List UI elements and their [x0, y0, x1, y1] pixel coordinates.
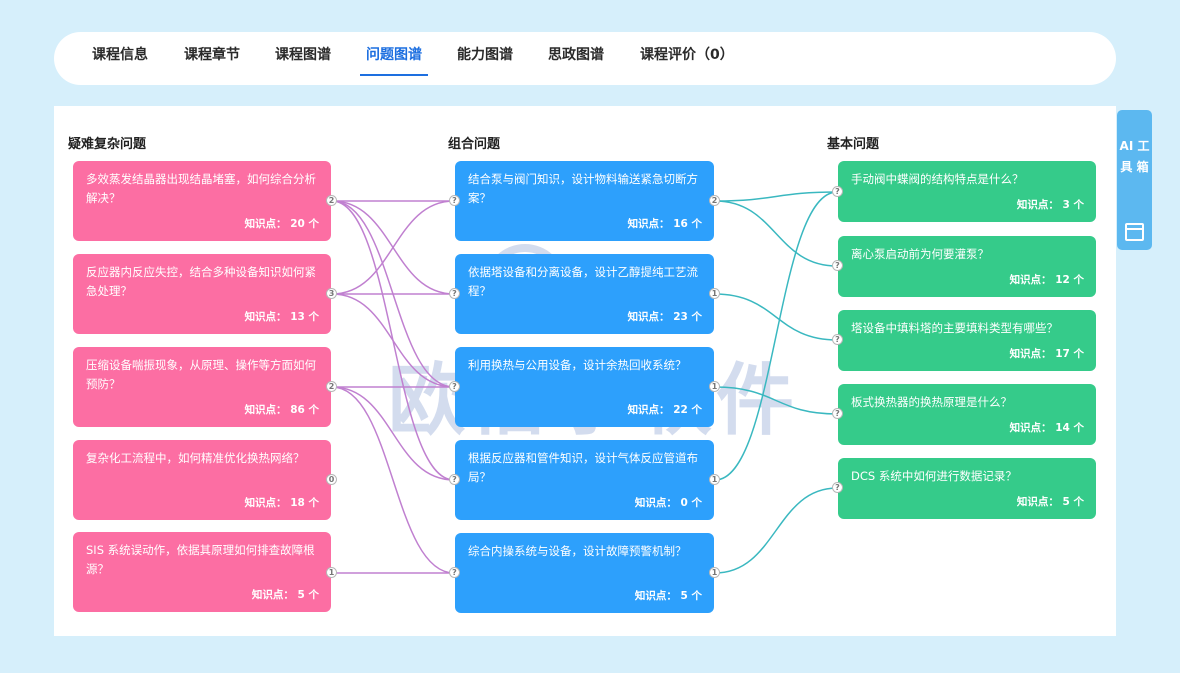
column-title-basic: 基本问题: [827, 137, 880, 152]
complex-question-card[interactable]: 复杂化工流程中，如何精准优化换热网络？ 知识点： 18 个: [73, 440, 331, 520]
link-count-node[interactable]: 2: [709, 195, 720, 206]
question-text: 复杂化工流程中，如何精准优化换热网络？: [86, 451, 305, 465]
link-count-node[interactable]: 1: [326, 567, 337, 578]
basic-question-card[interactable]: 手动阀中蝶阀的结构特点是什么？ 知识点： 3 个: [838, 161, 1096, 222]
link-count-node[interactable]: 3: [326, 288, 337, 299]
combined-question-card[interactable]: 综合内操系统与设备，设计故障预警机制？ 知识点： 5 个: [455, 533, 714, 613]
link-count-node[interactable]: 1: [709, 288, 720, 299]
knowledge-count: 知识点： 17 个: [1009, 348, 1084, 360]
ai-toolbox-label: AI 工 具 箱: [1119, 139, 1150, 174]
question-text: 板式换热器的换热原理是什么？: [851, 395, 1012, 409]
knowledge-count: 知识点： 23 个: [627, 311, 702, 323]
course-tabbar: 课程信息 课程章节 课程图谱 问题图谱 能力图谱 思政图谱 课程评价（0）: [54, 32, 1116, 85]
knowledge-count: 知识点： 18 个: [244, 497, 319, 509]
link-target-node[interactable]: ?: [449, 567, 460, 578]
knowledge-count: 知识点： 3 个: [1016, 199, 1084, 211]
combined-question-card[interactable]: 根据反应器和管件知识，设计气体反应管道布局？ 知识点： 0 个: [455, 440, 714, 520]
question-text: 塔设备中填料塔的主要填料类型有哪些？: [851, 321, 1058, 335]
tab-ideology-graph[interactable]: 思政图谱: [548, 47, 604, 63]
knowledge-count: 知识点： 0 个: [634, 497, 702, 509]
complex-question-card[interactable]: SIS 系统误动作，依据其原理如何排查故障根源？ 知识点： 5 个: [73, 532, 331, 612]
link-target-node[interactable]: ?: [449, 288, 460, 299]
tab-course-info[interactable]: 课程信息: [92, 47, 148, 63]
question-text: 手动阀中蝶阀的结构特点是什么？: [851, 172, 1024, 186]
link-target-node[interactable]: ?: [832, 186, 843, 197]
ai-toolbox-button[interactable]: AI 工 具 箱: [1117, 110, 1152, 250]
knowledge-count: 知识点： 12 个: [1009, 274, 1084, 286]
link-count-node[interactable]: 2: [326, 195, 337, 206]
link-count-node[interactable]: 0: [326, 474, 337, 485]
question-text: SIS 系统误动作，依据其原理如何排查故障根源？: [86, 543, 315, 576]
tab-course-evaluation[interactable]: 课程评价（0）: [640, 47, 734, 63]
link-target-node[interactable]: ?: [832, 260, 843, 271]
knowledge-count: 知识点： 13 个: [244, 311, 319, 323]
basic-question-card[interactable]: DCS 系统中如何进行数据记录？ 知识点： 5 个: [838, 458, 1096, 519]
combined-question-card[interactable]: 结合泵与阀门知识，设计物料输送紧急切断方案？ 知识点： 16 个: [455, 161, 714, 241]
question-text: 利用换热与公用设备，设计余热回收系统？: [468, 358, 687, 372]
tab-course-chapters[interactable]: 课程章节: [184, 47, 240, 63]
question-text: 依据塔设备和分离设备，设计乙醇提纯工艺流程？: [468, 265, 698, 298]
question-text: 多效蒸发结晶器出现结晶堵塞，如何综合分析解决？: [86, 172, 316, 205]
knowledge-count: 知识点： 5 个: [1016, 496, 1084, 508]
question-text: 反应器内反应失控，结合多种设备知识如何紧急处理？: [86, 265, 316, 298]
complex-question-card[interactable]: 压缩设备喘振现象，从原理、操作等方面如何预防？ 知识点： 86 个: [73, 347, 331, 427]
knowledge-count: 知识点： 5 个: [251, 589, 319, 601]
question-text: 离心泵启动前为何要灌泵？: [851, 247, 989, 261]
knowledge-count: 知识点： 5 个: [634, 590, 702, 602]
link-target-node[interactable]: ?: [449, 474, 460, 485]
basic-question-card[interactable]: 塔设备中填料塔的主要填料类型有哪些？ 知识点： 17 个: [838, 310, 1096, 371]
link-target-node[interactable]: ?: [832, 482, 843, 493]
link-target-node[interactable]: ?: [449, 381, 460, 392]
tab-question-graph[interactable]: 问题图谱: [360, 32, 428, 85]
toolbox-icon: [1125, 223, 1144, 241]
question-text: 结合泵与阀门知识，设计物料输送紧急切断方案？: [468, 172, 698, 205]
link-count-node[interactable]: 1: [709, 567, 720, 578]
link-target-node[interactable]: ?: [832, 334, 843, 345]
combined-question-card[interactable]: 依据塔设备和分离设备，设计乙醇提纯工艺流程？ 知识点： 23 个: [455, 254, 714, 334]
link-target-node[interactable]: ?: [832, 408, 843, 419]
combined-question-card[interactable]: 利用换热与公用设备，设计余热回收系统？ 知识点： 22 个: [455, 347, 714, 427]
knowledge-count: 知识点： 22 个: [627, 404, 702, 416]
link-count-node[interactable]: 1: [709, 474, 720, 485]
basic-question-card[interactable]: 离心泵启动前为何要灌泵？ 知识点： 12 个: [838, 236, 1096, 297]
question-text: 综合内操系统与设备，设计故障预警机制？: [468, 544, 687, 558]
question-text: DCS 系统中如何进行数据记录？: [851, 469, 1017, 483]
link-count-node[interactable]: 1: [709, 381, 720, 392]
column-title-complex: 疑难复杂问题: [68, 137, 147, 152]
knowledge-count: 知识点： 86 个: [244, 404, 319, 416]
tab-ability-graph[interactable]: 能力图谱: [457, 47, 513, 63]
question-text: 压缩设备喘振现象，从原理、操作等方面如何预防？: [86, 358, 316, 391]
link-count-node[interactable]: 2: [326, 381, 337, 392]
tab-course-graph[interactable]: 课程图谱: [275, 47, 331, 63]
question-text: 根据反应器和管件知识，设计气体反应管道布局？: [468, 451, 698, 484]
link-target-node[interactable]: ?: [449, 195, 460, 206]
basic-question-card[interactable]: 板式换热器的换热原理是什么？ 知识点： 14 个: [838, 384, 1096, 445]
knowledge-count: 知识点： 14 个: [1009, 422, 1084, 434]
complex-question-card[interactable]: 多效蒸发结晶器出现结晶堵塞，如何综合分析解决？ 知识点： 20 个: [73, 161, 331, 241]
column-title-combined: 组合问题: [448, 137, 501, 152]
knowledge-count: 知识点： 16 个: [627, 218, 702, 230]
knowledge-count: 知识点： 20 个: [244, 218, 319, 230]
complex-question-card[interactable]: 反应器内反应失控，结合多种设备知识如何紧急处理？ 知识点： 13 个: [73, 254, 331, 334]
